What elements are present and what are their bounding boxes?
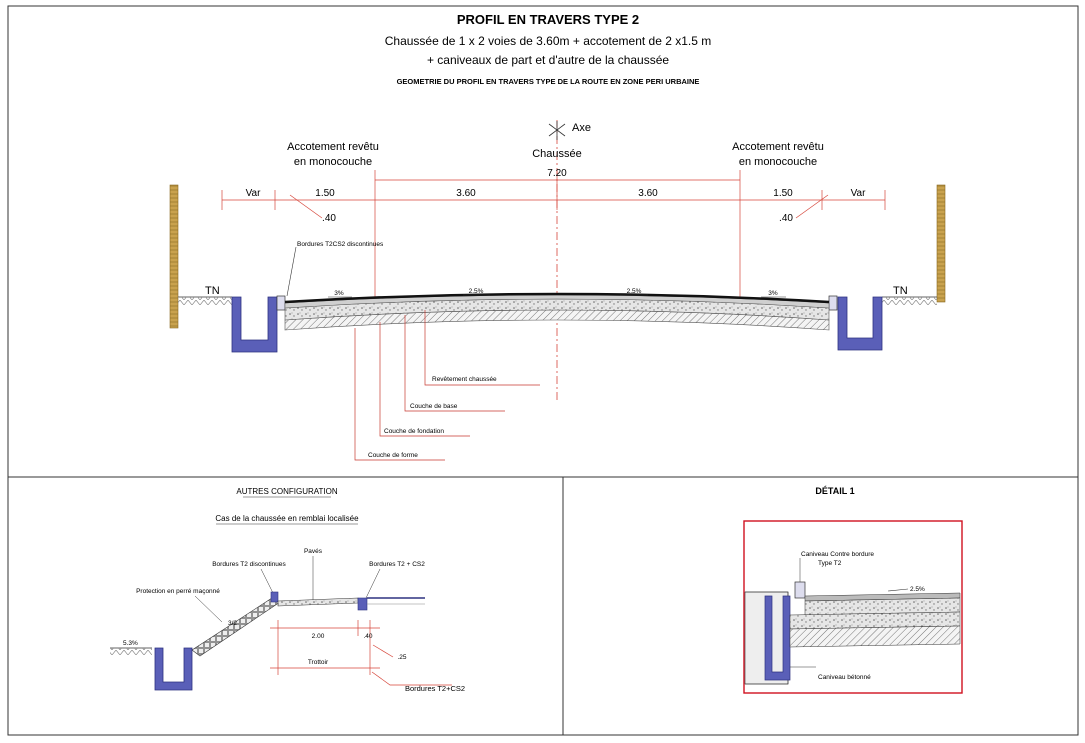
detail-section [744,558,961,685]
detail-frame [743,520,963,694]
bordures-t2-label: Bordures T2 discontinues [212,561,286,568]
bordures-t2cs2-leader [365,568,381,599]
accotement-left-line-1: Accotement revêtu [287,141,379,153]
detail-slope: 2.5% [910,586,925,593]
dim-gutter-right: .40 [779,213,793,224]
dim-40: .40 [363,633,372,640]
paves-label: Pavés [304,548,323,555]
dim-lane-right: 3.60 [638,188,658,199]
dim-var-left: Var [246,188,261,199]
embankment [110,591,425,691]
curb-right [828,295,838,311]
layer-fondation: Couche de fondation [384,428,444,435]
subtitle-line-1: Chaussée de 1 x 2 voies de 3.60m + accot… [385,34,712,48]
bordures-leader [286,246,297,297]
axe-label: Axe [572,122,591,134]
tn-right-label: TN [893,285,908,297]
trottoir-label: Trottoir [308,659,329,666]
pavement-structure [284,292,830,331]
dim-shoulder-right: 1.50 [773,188,793,199]
dim-total: 7.20 [547,168,567,179]
detail-caniveau-cb-line-1: Caniveau Contre bordure [801,551,874,558]
bordures-bottom-label: Bordures T2+CS2 [405,684,465,693]
protection-label: Protection en perré maçonné [136,588,220,595]
accotement-right-line-1: Accotement revêtu [732,141,824,153]
bordures-t2-leader [260,568,275,596]
sheet-border [7,5,1079,736]
protection-leader [194,595,223,623]
slope-right-shoulder: 3% [768,290,778,297]
chaussee-label: Chaussée [532,148,582,160]
dim-25: .25 [397,654,406,661]
slope-right-lane: 2.5% [627,288,642,295]
detail-title: DÉTAIL 1 [815,486,854,496]
detail-caniveau-cb-line-2: Type T2 [818,560,842,567]
dimension-lines [221,170,886,300]
ground-slope-label: 5.3% [123,640,138,647]
dim-gutter-left: .40 [322,213,336,224]
accotement-left-line-2: en monocouche [294,156,372,168]
slope-32-label: 3/2 [228,620,237,627]
bordures-t2cs2-label: Bordures T2 + CS2 [369,561,425,568]
autres-dimension-lines [270,620,452,686]
slope-arrows [328,294,786,298]
boundary-post-right [936,184,946,303]
layer-base: Couche de base [410,403,458,410]
curb-left [276,295,286,311]
autres-title: AUTRES CONFIGURATION [236,487,337,496]
layer-forme: Couche de forme [368,452,418,459]
dim-var-right: Var [851,188,866,199]
gutter-right [837,296,883,351]
dim-shoulder-left: 1.50 [315,188,335,199]
slope-left-shoulder: 3% [334,290,344,297]
gutter-left [231,296,278,353]
title: PROFIL EN TRAVERS TYPE 2 [457,12,639,27]
axis-marker [548,120,566,400]
subtitle-line-2: + caniveaux de part et d'autre de la cha… [427,53,669,67]
accotement-right-line-2: en monocouche [739,156,817,168]
detail-caniveau-beton: Caniveau bétonné [818,674,871,681]
layer-leaders [354,310,540,461]
dim-lane-left: 3.60 [456,188,476,199]
natural-ground-left [178,296,232,305]
autres-subtitle: Cas de la chaussée en remblai localisée [215,514,359,523]
boundary-post-left [169,184,179,329]
natural-ground-right [882,296,937,305]
bordures-label: Bordures T2CS2 discontinues [297,241,384,248]
subtitle-line-3: GEOMETRIE DU PROFIL EN TRAVERS TYPE DE L… [397,77,700,86]
layer-revetement: Revêtement chaussée [432,376,497,383]
dim-200: 2.00 [312,633,325,640]
slope-left-lane: 2.5% [469,288,484,295]
tn-left-label: TN [205,285,220,297]
